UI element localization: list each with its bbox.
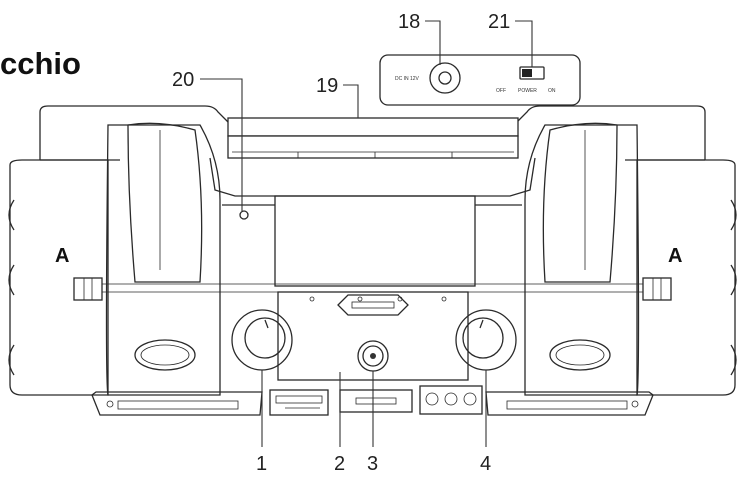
rear-panel-inset: DC IN 12V OFF POWER ON xyxy=(379,54,581,106)
callout-1: 1 xyxy=(256,453,267,475)
callout-18: 18 xyxy=(398,11,420,33)
callout-2: 2 xyxy=(334,453,345,475)
boombox-body xyxy=(8,105,737,416)
right-control-knob[interactable] xyxy=(455,309,517,371)
switch-power-label: POWER xyxy=(518,88,537,94)
left-control-knob[interactable] xyxy=(231,309,293,371)
carry-handle xyxy=(209,117,536,197)
switch-on-label: ON xyxy=(548,88,556,94)
left-side-panel xyxy=(8,159,109,396)
switch-off-label: OFF xyxy=(496,88,506,94)
dc-jack-icon xyxy=(429,62,461,94)
right-side-panel xyxy=(636,159,737,396)
status-led-icon xyxy=(239,210,249,220)
left-speaker-column xyxy=(105,122,221,396)
cassette-door xyxy=(222,195,522,287)
callout-19: 19 xyxy=(316,75,338,97)
callout-20: 20 xyxy=(172,69,194,91)
brand-badge xyxy=(337,294,409,316)
boombox-base xyxy=(91,385,654,416)
side-label-left: A xyxy=(55,245,69,267)
control-panel xyxy=(277,291,469,381)
bottom-right-buttons xyxy=(419,385,483,415)
dc-in-label: DC IN 12V xyxy=(395,76,420,82)
leader-lines xyxy=(200,20,533,447)
side-label-right: A xyxy=(668,245,682,267)
callout-3: 3 xyxy=(367,453,378,475)
callout-21: 21 xyxy=(488,11,510,33)
bottom-left-switch-block xyxy=(269,389,329,416)
bottom-center-slot xyxy=(339,389,413,413)
callout-4: 4 xyxy=(480,453,491,475)
title-fragment: cchio xyxy=(0,46,81,81)
center-control-knob[interactable] xyxy=(357,340,389,372)
right-speaker-column xyxy=(524,122,640,396)
